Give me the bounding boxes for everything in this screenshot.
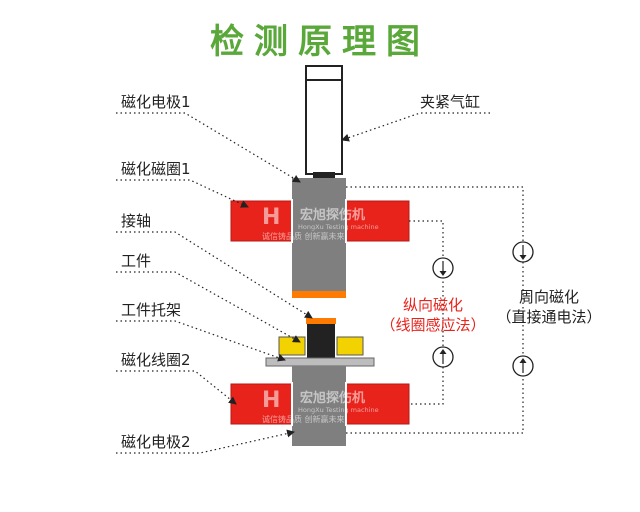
- clamp-cylinder: [305, 65, 343, 180]
- label-electrode-1: 磁化电极1: [121, 93, 191, 111]
- label-longitudinal-2: （线圈感应法）: [380, 316, 486, 334]
- current-up-symbol-right: [512, 355, 534, 377]
- label-circumferential-2: （直接通电法）: [496, 308, 602, 326]
- watermark-coil-1: H 宏旭探伤机 HongXu Testing machine 诚信铸品质 创新赢…: [262, 205, 379, 241]
- label-coil-2: 磁化线圈2: [121, 351, 191, 369]
- leader-lines: [116, 112, 490, 454]
- watermark-brand: 宏旭探伤机: [300, 207, 365, 223]
- watermark-pinyin: HongXu Testing machine: [298, 223, 379, 231]
- label-longitudinal-1: 纵向磁化: [402, 296, 463, 314]
- watermark-slogan: 诚信铸品质 创新赢未来: [262, 231, 345, 241]
- watermark-coil-2: H 宏旭探伤机 HongXu Testing machine 诚信铸品质 创新赢…: [262, 388, 379, 424]
- label-cylinder: 夹紧气缸: [420, 93, 481, 111]
- diagram-title: 检测原理图: [210, 22, 430, 62]
- label-holder: 工件托架: [121, 301, 182, 319]
- current-up-symbol-left: [432, 346, 454, 368]
- upper-contact-plate: [292, 291, 346, 298]
- watermark-pinyin: HongXu Testing machine: [298, 406, 379, 414]
- label-shaft: 接轴: [121, 212, 152, 230]
- label-coil-1: 磁化磁圈1: [121, 160, 191, 178]
- svg-text:H: H: [262, 205, 280, 230]
- coil-1: [230, 199, 410, 243]
- svg-text:H: H: [262, 388, 280, 413]
- workpiece: [306, 318, 336, 360]
- current-down-symbol-left: [432, 257, 454, 279]
- circuit-lines: [346, 186, 524, 434]
- current-down-symbol-right: [512, 241, 534, 263]
- watermark-slogan: 诚信铸品质 创新赢未来: [262, 414, 345, 424]
- watermark-brand: 宏旭探伤机: [300, 390, 365, 406]
- label-electrode-2: 磁化电极2: [121, 433, 191, 451]
- label-circumferential-1: 周向磁化: [518, 288, 579, 306]
- label-workpiece: 工件: [121, 252, 152, 270]
